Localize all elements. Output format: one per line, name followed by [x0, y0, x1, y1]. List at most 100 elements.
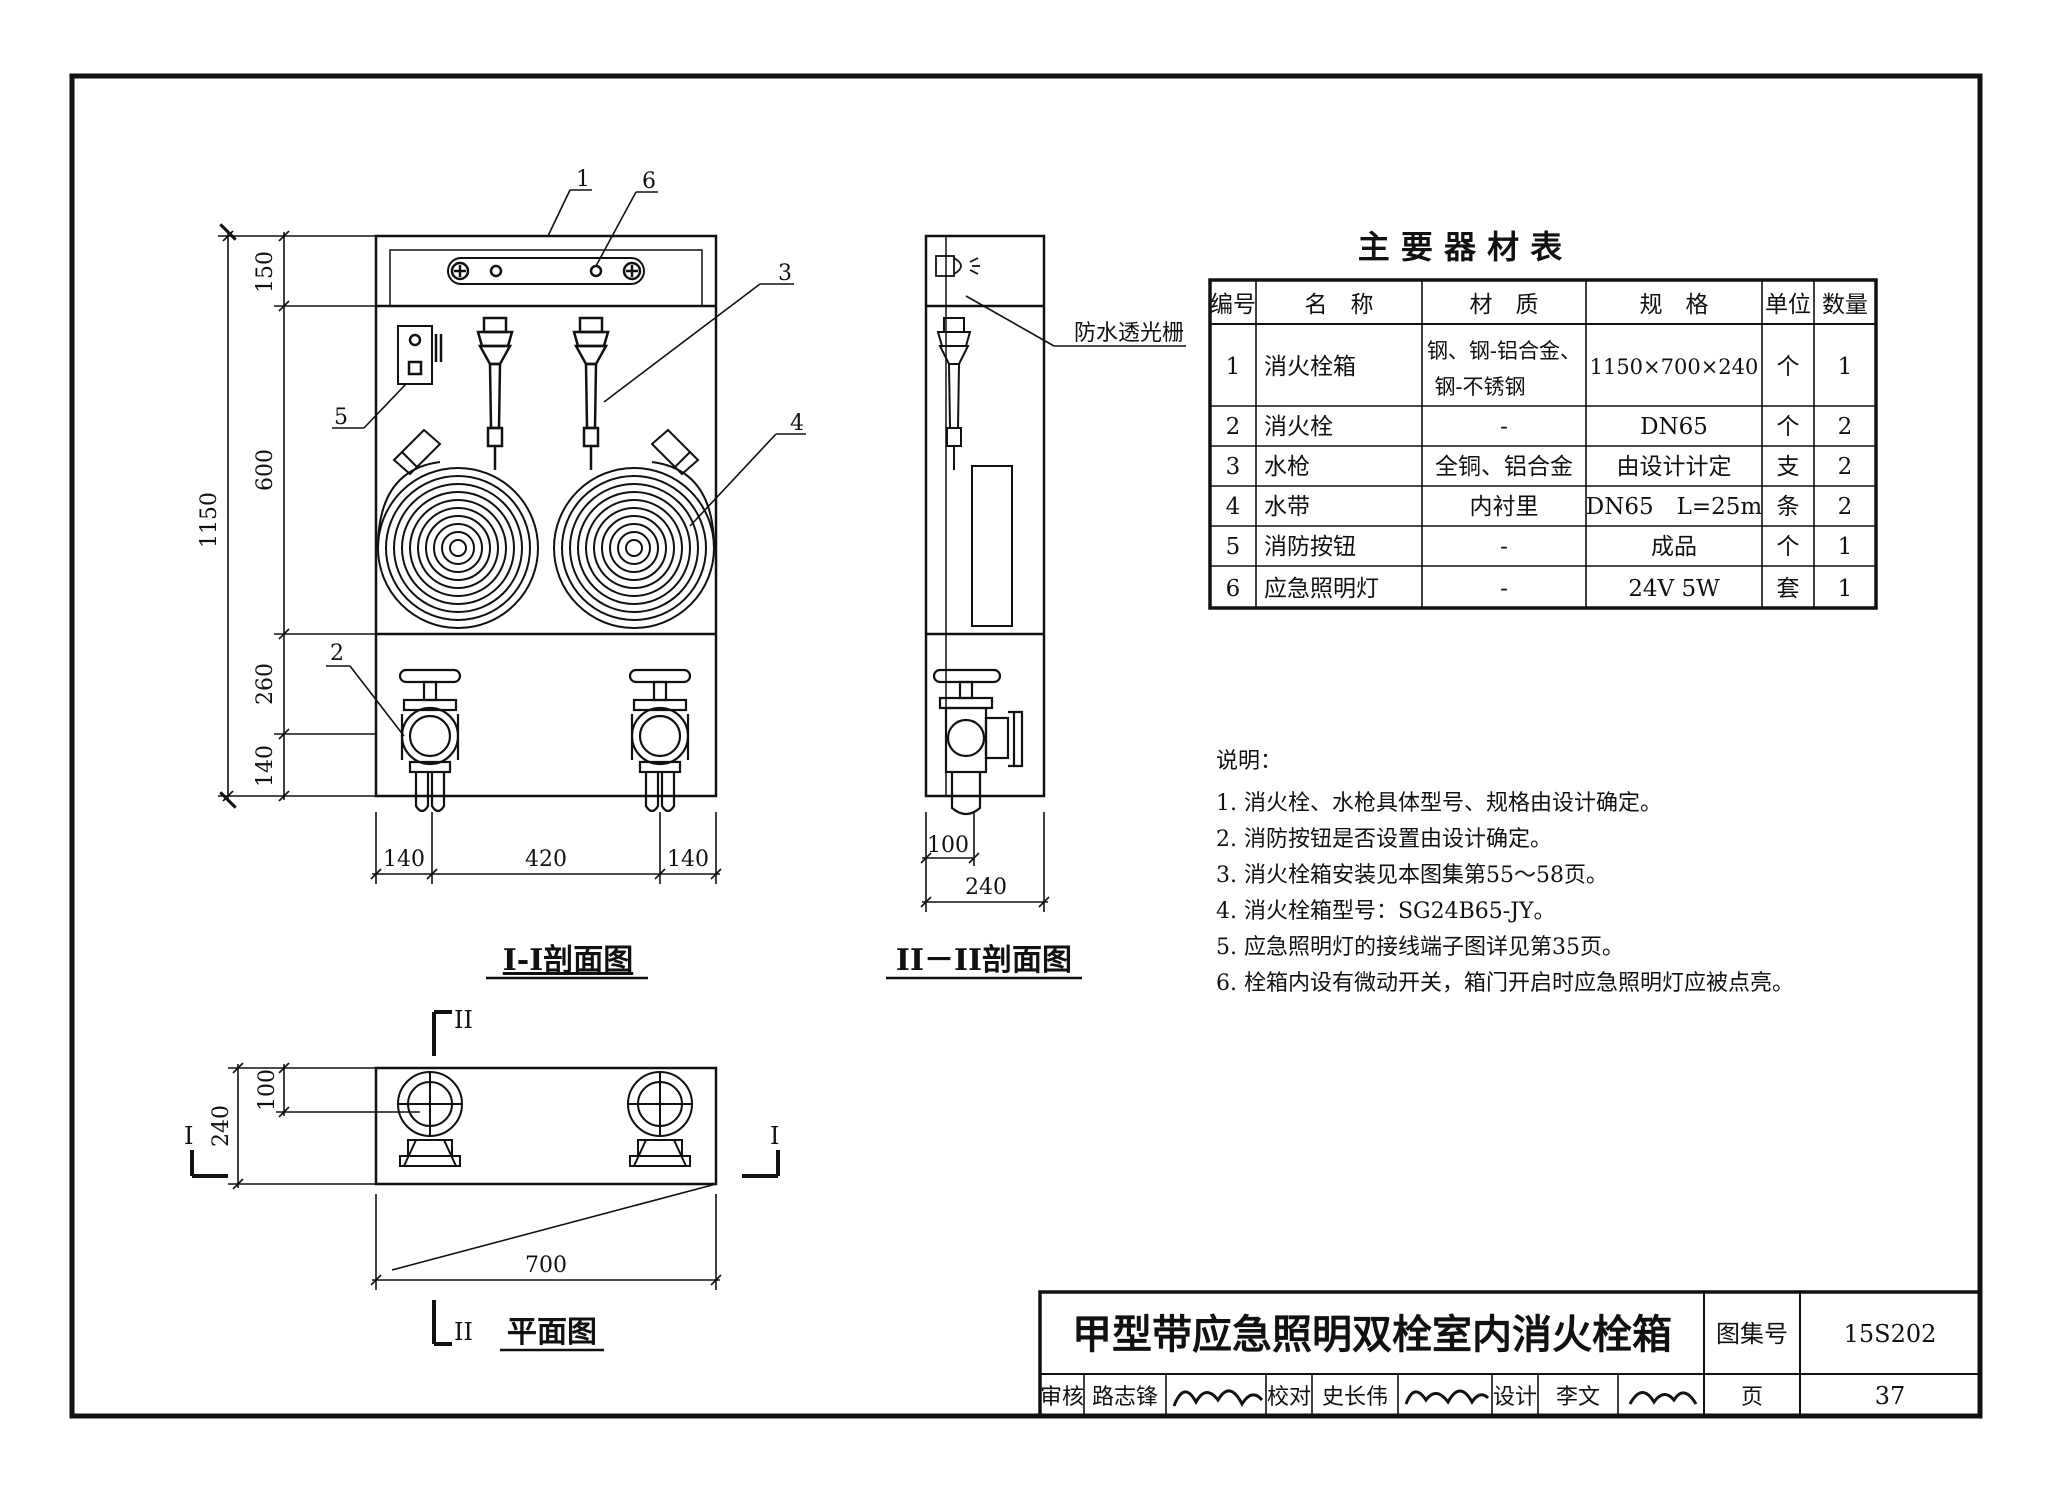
- page-label: 页: [1741, 1385, 1763, 1410]
- side-valve: [932, 668, 1024, 816]
- dim-420: 420: [525, 847, 567, 872]
- plan-valve-right: [627, 1071, 693, 1167]
- section-marks: [190, 1010, 780, 1346]
- plan-dim-700: 700: [525, 1253, 567, 1278]
- row3-material: 全铜、铝合金: [1435, 454, 1573, 480]
- row2-qty: 2: [1838, 414, 1853, 440]
- row4-qty: 2: [1838, 494, 1853, 520]
- row4-spec: DN65 L=25m: [1586, 494, 1763, 520]
- row1-unit: 个: [1777, 354, 1800, 380]
- callout-5: 5: [334, 405, 348, 430]
- plan-dims: [228, 1062, 722, 1290]
- th-unit: 单位: [1765, 292, 1811, 318]
- nozzle-right: [572, 316, 610, 470]
- callout-3: 3: [778, 261, 792, 286]
- callout-6: 6: [642, 169, 656, 194]
- row4-material: 内衬里: [1470, 494, 1539, 520]
- title-block: 甲型带应急照明双栓室内消火栓箱 图集号 15S202 审核 路志锋 校对 史长伟…: [1040, 1312, 1936, 1410]
- row3-unit: 支: [1777, 454, 1800, 480]
- row5-no: 5: [1226, 534, 1241, 560]
- designer-name: 李文: [1556, 1385, 1600, 1410]
- section-2-view: [920, 234, 1186, 912]
- drawing-frame: [69, 73, 1983, 1419]
- th-no: 编号: [1210, 292, 1256, 318]
- row4-no: 4: [1226, 494, 1241, 520]
- section-1-vertical-dims: [218, 223, 376, 809]
- row5-qty: 1: [1838, 534, 1853, 560]
- row3-spec: 由设计计定: [1617, 454, 1732, 480]
- checker-signature: [1404, 1389, 1490, 1405]
- section-2-dims: [920, 812, 1050, 912]
- row4-name: 水带: [1264, 494, 1310, 520]
- side-box-outline: [924, 234, 1046, 798]
- side-lamp: [935, 255, 980, 277]
- th-spec: 规 格: [1640, 292, 1709, 318]
- table-title: 主 要 器 材 表: [1358, 228, 1563, 266]
- drawing-title: 甲型带应急照明双栓室内消火栓箱: [1072, 1312, 1672, 1358]
- row5-name: 消防按钮: [1264, 534, 1356, 560]
- designer-signature: [1628, 1391, 1698, 1405]
- row5-material: -: [1500, 534, 1508, 560]
- fire-button: [397, 325, 443, 385]
- dim-260: 260: [253, 663, 278, 705]
- row3-name: 水枪: [1264, 454, 1310, 480]
- dim-1150: 1150: [197, 492, 222, 548]
- plan-labels: II II I I 240 100 700 平面图: [184, 1006, 779, 1350]
- row3-qty: 2: [1838, 454, 1853, 480]
- lamp-grille-label: 防水透光栅: [1074, 321, 1184, 346]
- note-6: 6. 栓箱内设有微动开关，箱门开启时应急照明灯应被点亮。: [1216, 971, 1794, 996]
- notes-heading: 说明：: [1216, 749, 1282, 774]
- row2-unit: 个: [1777, 414, 1800, 440]
- plan-box-outline: [374, 1066, 718, 1186]
- row2-no: 2: [1226, 414, 1241, 440]
- mark-ii-bottom: II: [454, 1318, 473, 1346]
- emergency-light: [447, 257, 645, 285]
- callout-1: 1: [576, 167, 590, 192]
- row1-name: 消火栓箱: [1264, 354, 1356, 380]
- check-label: 校对: [1267, 1385, 1311, 1410]
- row2-spec: DN65: [1640, 414, 1708, 440]
- mark-i-right: I: [770, 1122, 779, 1150]
- nozzle-left: [476, 316, 514, 470]
- dim-100-side: 100: [927, 833, 969, 858]
- note-1: 1. 消火栓、水枪具体型号、规格由设计确定。: [1216, 791, 1662, 816]
- notes: 说明： 1. 消火栓、水枪具体型号、规格由设计确定。 2. 消防按钮是否设置由设…: [1216, 749, 1794, 996]
- title-block-grid: [1038, 1290, 1982, 1418]
- callout-4: 4: [790, 411, 804, 436]
- row1-material-2: 钢-不锈钢: [1434, 375, 1525, 399]
- page-number: 37: [1875, 1382, 1906, 1410]
- row2-name: 消火栓: [1264, 414, 1333, 440]
- hose-reel-left: [377, 461, 539, 629]
- dim-240-side: 240: [965, 875, 1007, 900]
- plan-dim-240: 240: [209, 1105, 234, 1147]
- row1-no: 1: [1226, 354, 1241, 380]
- section-1-horizontal-dims: [370, 812, 722, 884]
- note-4: 4. 消火栓箱型号：SG24B65-JY。: [1216, 899, 1556, 924]
- dim-140-vertical: 140: [253, 745, 278, 787]
- side-hose-block: [971, 465, 1013, 627]
- th-qty: 数量: [1822, 292, 1868, 318]
- section-1-view: [218, 189, 806, 884]
- section-2-caption: II－II剖面图: [896, 943, 1072, 978]
- note-2: 2. 消防按钮是否设置由设计确定。: [1216, 827, 1552, 852]
- row6-spec: 24V 5W: [1628, 576, 1720, 602]
- materials-table-grid: [1208, 278, 1878, 610]
- section-1-caption: I-I剖面图: [503, 943, 634, 978]
- review-label: 审核: [1040, 1385, 1084, 1410]
- mark-i-left: I: [184, 1122, 193, 1150]
- callout-2: 2: [330, 641, 344, 666]
- row6-no: 6: [1226, 576, 1241, 602]
- note-5: 5. 应急照明灯的接线端子图详见第35页。: [1216, 935, 1624, 960]
- hose-reel-right: [553, 461, 715, 629]
- hydrant-box-outline: [374, 234, 718, 798]
- reviewer-signature: [1172, 1389, 1264, 1408]
- hydrant-valve-left: [398, 668, 462, 813]
- row6-qty: 1: [1838, 576, 1853, 602]
- section-1-callouts: [326, 189, 806, 737]
- row4-unit: 条: [1777, 494, 1800, 520]
- row1-qty: 1: [1838, 354, 1853, 380]
- plan-caption: 平面图: [507, 1315, 597, 1350]
- mark-ii-top: II: [454, 1006, 473, 1034]
- row5-unit: 个: [1777, 534, 1800, 560]
